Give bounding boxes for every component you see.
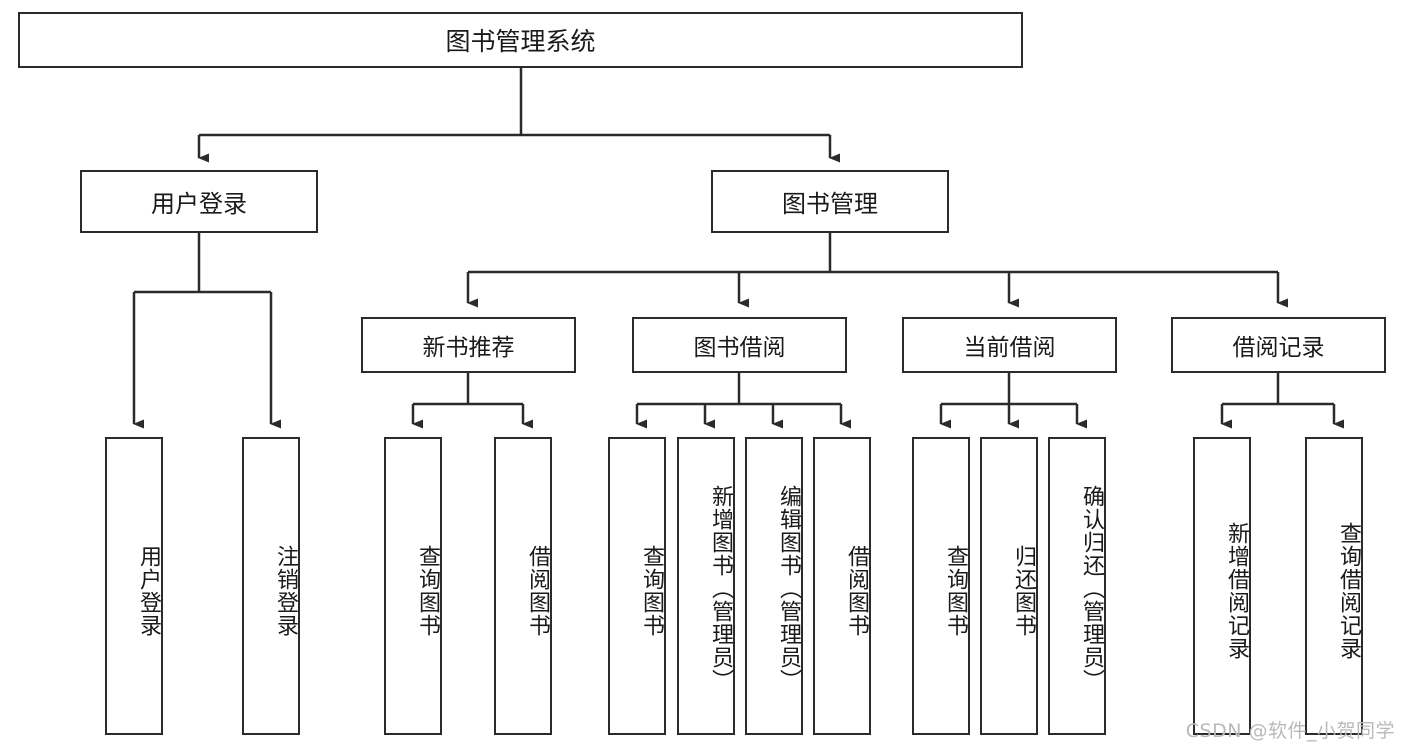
leaf-new-book-borrow-label: 借阅图书 bbox=[525, 545, 550, 637]
leaf-book-borrow-edit[interactable]: 编辑图书（管理员） bbox=[745, 437, 803, 735]
node-borrow-record-label: 借阅记录 bbox=[1232, 335, 1325, 361]
node-user-login[interactable]: 用户登录 bbox=[80, 170, 318, 233]
node-book-management-label: 图书管理 bbox=[782, 190, 878, 218]
leaf-current-borrow-confirm-label: 确认归还（管理员） bbox=[1079, 484, 1104, 692]
node-book-borrow[interactable]: 图书借阅 bbox=[632, 317, 847, 373]
leaf-book-borrow-add[interactable]: 新增图书（管理员） bbox=[677, 437, 735, 735]
leaf-book-borrow-lend-label: 借阅图书 bbox=[844, 545, 869, 637]
node-new-book-recommend[interactable]: 新书推荐 bbox=[361, 317, 576, 373]
node-root-system[interactable]: 图书管理系统 bbox=[18, 12, 1023, 68]
leaf-current-borrow-return-label: 归还图书 bbox=[1011, 545, 1036, 637]
leaf-user-login-logout-label: 注销登录 bbox=[273, 545, 298, 637]
leaf-book-borrow-edit-label: 编辑图书（管理员） bbox=[776, 484, 801, 692]
leaf-book-borrow-lend[interactable]: 借阅图书 bbox=[813, 437, 871, 735]
node-current-borrow[interactable]: 当前借阅 bbox=[902, 317, 1117, 373]
watermark-text: CSDN @软件_小贺同学 bbox=[1185, 720, 1395, 742]
node-current-borrow-label: 当前借阅 bbox=[963, 335, 1056, 361]
leaf-borrow-record-add[interactable]: 新增借阅记录 bbox=[1193, 437, 1251, 735]
leaf-borrow-record-query-label: 查询借阅记录 bbox=[1336, 522, 1361, 660]
leaf-book-borrow-query[interactable]: 查询图书 bbox=[608, 437, 666, 735]
leaf-book-borrow-query-label: 查询图书 bbox=[639, 545, 664, 637]
node-book-borrow-label: 图书借阅 bbox=[693, 335, 786, 361]
leaf-borrow-record-add-label: 新增借阅记录 bbox=[1224, 522, 1249, 660]
node-borrow-record[interactable]: 借阅记录 bbox=[1171, 317, 1386, 373]
leaf-current-borrow-return[interactable]: 归还图书 bbox=[980, 437, 1038, 735]
leaf-current-borrow-query-label: 查询图书 bbox=[943, 545, 968, 637]
leaf-current-borrow-query[interactable]: 查询图书 bbox=[912, 437, 970, 735]
leaf-user-login-logout[interactable]: 注销登录 bbox=[242, 437, 300, 735]
leaf-user-login-login-label: 用户登录 bbox=[136, 545, 161, 637]
node-book-management[interactable]: 图书管理 bbox=[711, 170, 949, 233]
leaf-current-borrow-confirm[interactable]: 确认归还（管理员） bbox=[1048, 437, 1106, 735]
leaf-book-borrow-add-label: 新增图书（管理员） bbox=[708, 484, 733, 692]
leaf-new-book-query[interactable]: 查询图书 bbox=[384, 437, 442, 735]
node-new-book-recommend-label: 新书推荐 bbox=[422, 335, 515, 361]
leaf-new-book-query-label: 查询图书 bbox=[415, 545, 440, 637]
node-user-login-label: 用户登录 bbox=[151, 190, 247, 218]
leaf-user-login-login[interactable]: 用户登录 bbox=[105, 437, 163, 735]
leaf-new-book-borrow[interactable]: 借阅图书 bbox=[494, 437, 552, 735]
node-root-system-label: 图书管理系统 bbox=[445, 27, 596, 56]
leaf-borrow-record-query[interactable]: 查询借阅记录 bbox=[1305, 437, 1363, 735]
